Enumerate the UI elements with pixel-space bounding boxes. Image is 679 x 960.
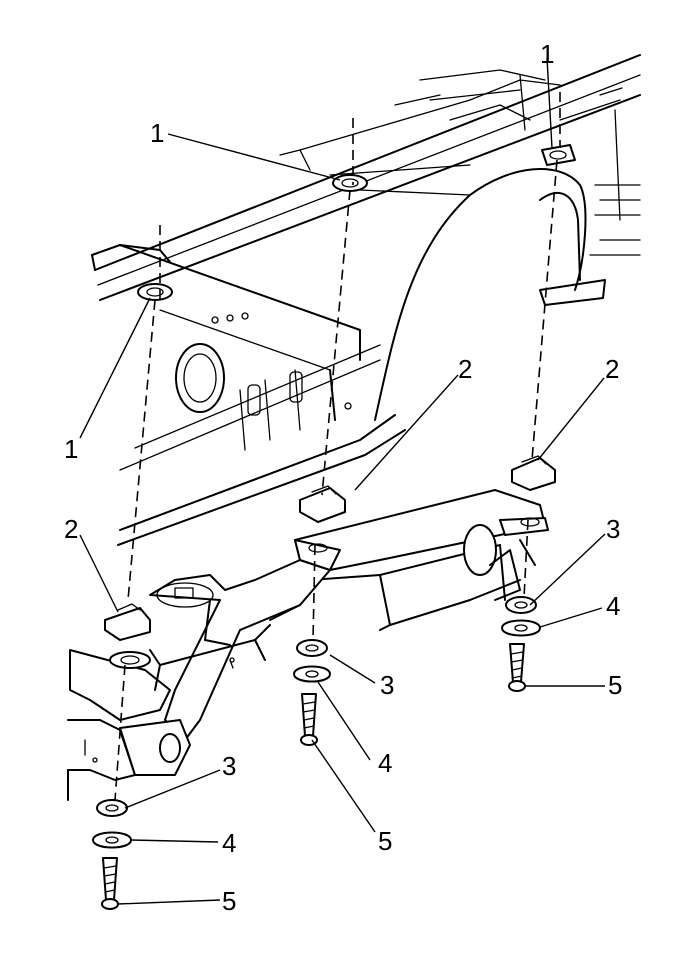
callout-1-middle: 1 [150, 118, 164, 148]
callout-4-rear: 4 [606, 591, 620, 621]
body-mount-seat-middle [332, 174, 368, 192]
alignment-centerlines [114, 92, 561, 801]
callout-3-front: 3 [222, 751, 236, 781]
callout-1-front: 1 [64, 434, 78, 464]
callout-2-front: 2 [64, 514, 78, 544]
body-mount-insulator-rear [511, 455, 556, 491]
callout-3-middle: 3 [380, 670, 394, 700]
callout-2-middle: 2 [458, 354, 472, 384]
callout-5-front: 5 [222, 886, 236, 916]
callout-4-middle: 4 [378, 748, 392, 778]
leader-lines [79, 57, 606, 905]
body-mount-seat-rear [541, 144, 576, 166]
hardware-stack-rear [501, 596, 541, 692]
callout-2-rear: 2 [605, 354, 619, 384]
body-mount-seat-front [137, 283, 173, 301]
body-floor-pan [91, 54, 641, 546]
vehicle-frame [67, 489, 549, 801]
hardware-stack-middle [293, 639, 331, 746]
callout-labels: 1 1 1 2 2 2 3 3 3 4 4 4 5 5 5 [64, 39, 622, 916]
body-mount-insulator-middle [299, 485, 346, 523]
callout-3-rear: 3 [606, 514, 620, 544]
callout-1-rear: 1 [540, 39, 554, 69]
callout-5-middle: 5 [378, 826, 392, 856]
callout-4-front: 4 [222, 828, 236, 858]
hardware-stack-front [92, 799, 132, 910]
callout-5-rear: 5 [608, 670, 622, 700]
body-mount-insulator-front [104, 603, 151, 641]
